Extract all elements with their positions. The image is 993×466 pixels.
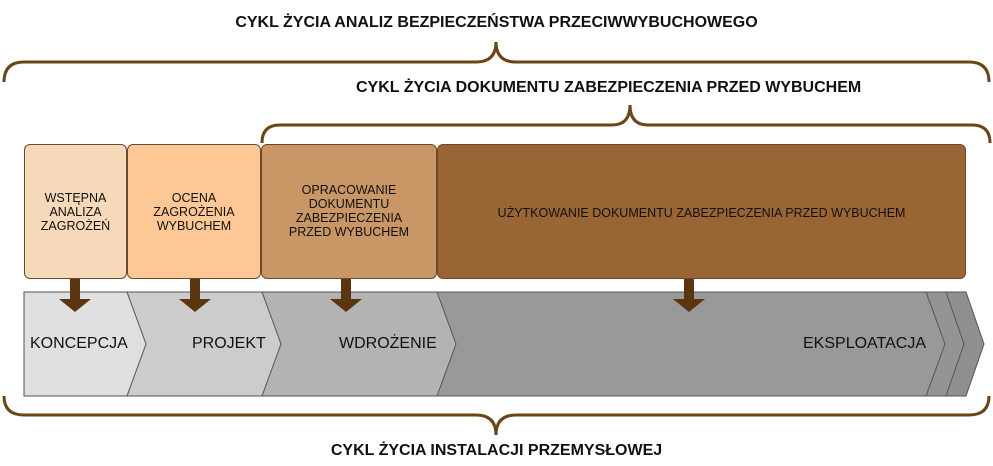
phase-label-projekt: PROJEKT xyxy=(192,335,266,352)
double-arrow-icon xyxy=(673,258,705,312)
box-wstepna-analiza: WSTĘPNA ANALIZA ZAGROŻEŃ xyxy=(24,144,127,279)
middle-title: CYKL ŻYCIA DOKUMENTU ZABEZPIECZENIA PRZE… xyxy=(356,79,862,96)
bottom-title: CYKL ŻYCIA INSTALACJI PRZEMYSŁOWEJ xyxy=(330,442,663,459)
box-opracowanie-dokumentu: OPRACOWANIE DOKUMENTU ZABEZPIECZENIA PRZ… xyxy=(261,144,437,279)
box-ocena-zagrozenia: OCENA ZAGROŻENIA WYBUCHEM xyxy=(127,144,261,279)
top-title: CYKL ŻYCIA ANALIZ BEZPIECZEŃSTWA PRZECIW… xyxy=(235,14,758,31)
double-arrow-icon xyxy=(59,258,91,312)
middle-brace xyxy=(260,104,992,144)
phase-label-koncepcja: KONCEPCJA xyxy=(30,335,128,352)
top-brace xyxy=(2,41,991,83)
box-label: WSTĘPNA ANALIZA ZAGROŻEŃ xyxy=(40,190,111,233)
box-label: UŻYTKOWANIE DOKUMENTU ZABEZPIECZENIA PRZ… xyxy=(497,206,906,220)
box-uzytkowanie-dokumentu: UŻYTKOWANIE DOKUMENTU ZABEZPIECZENIA PRZ… xyxy=(437,144,966,279)
double-arrow-icon xyxy=(330,258,362,312)
phase-label-wdrozenie: WDROŻENIE xyxy=(339,335,437,352)
box-label: OPRACOWANIE DOKUMENTU ZABEZPIECZENIA PRZ… xyxy=(288,183,410,239)
chevron-koncepcja xyxy=(23,291,147,397)
phase-chevrons xyxy=(23,291,985,397)
phase-label-eksploatacja: EKSPLOATACJA xyxy=(803,335,926,352)
double-arrow-icon xyxy=(179,258,211,312)
box-label: OCENA ZAGROŻENIA WYBUCHEM xyxy=(153,190,235,233)
bottom-brace xyxy=(2,395,991,436)
